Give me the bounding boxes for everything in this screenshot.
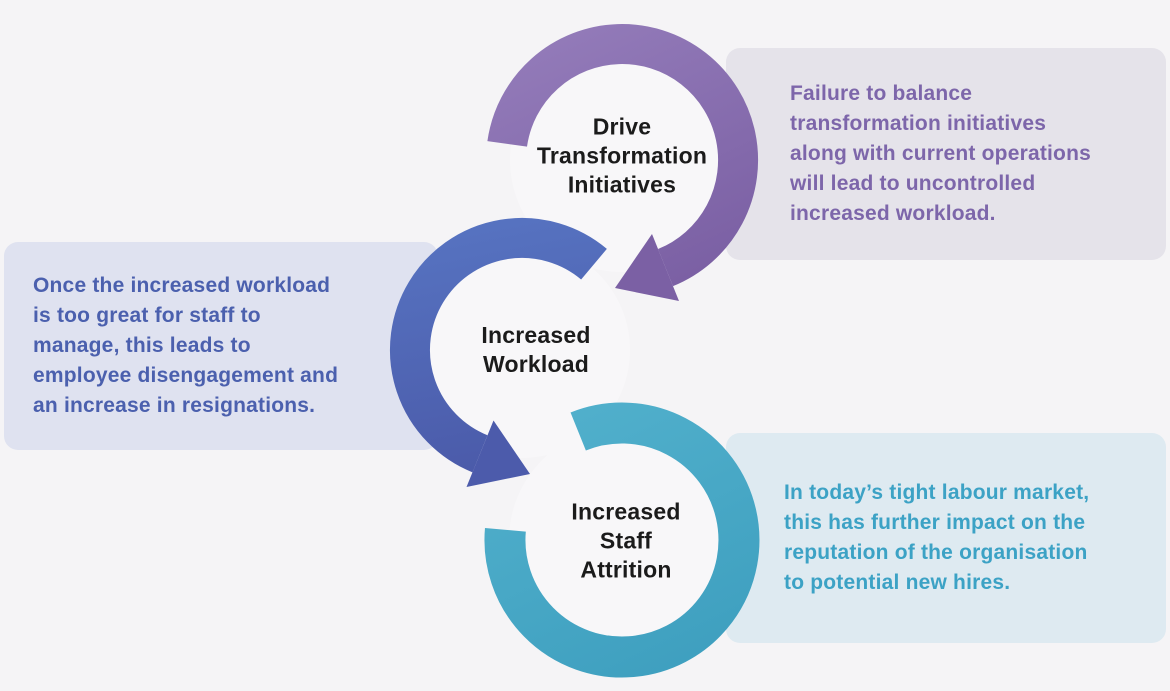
callout-uncontrolled-workload-text: Failure to balance transformation initia… [790,82,1091,225]
purple-cycle-arrow [487,24,759,301]
purple-ring-band [487,24,759,287]
blue-ring-band [389,217,607,473]
callout-employee-disengagement-text: Once the increased workload is too great… [33,274,339,417]
purple-arrowhead-icon [615,234,679,301]
purple-ring-interior [510,48,734,272]
callout-reputation-impact-text: In today’s tight labour market, this has… [784,481,1090,594]
blue-ring-interior [414,242,630,458]
node-label-increased-workload: Increased Workload [481,322,591,377]
blue-cycle-arrow [389,217,630,487]
callout-uncontrolled-workload: Failure to balance transformation initia… [726,48,1166,260]
teal-ring-interior [509,427,735,653]
teal-cycle-arrow [484,402,760,678]
blue-arrowhead-icon [466,420,530,487]
node-label-increased-staff-attrition: Increased Staff Attrition [571,498,681,583]
callout-reputation-impact: In today’s tight labour market, this has… [726,433,1166,643]
callout-employee-disengagement: Once the increased workload is too great… [4,242,438,450]
node-label-drive-transformation-initiatives: Drive Transformation Initiatives [536,113,708,198]
teal-ring-band [484,402,760,678]
